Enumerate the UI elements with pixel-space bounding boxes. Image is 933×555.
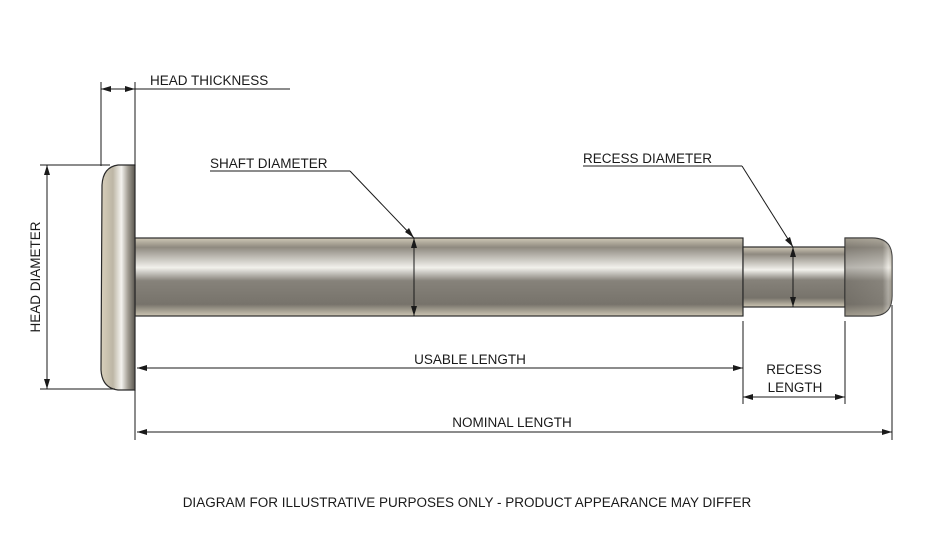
shaft-diameter-label: SHAFT DIAMETER [210, 156, 328, 171]
usable-length-dimension: USABLE LENGTH [137, 352, 743, 371]
recess-length-label-line2: LENGTH [768, 380, 823, 395]
pin-body [100, 164, 893, 391]
nominal-length-dimension: NOMINAL LENGTH [134, 305, 893, 440]
head-diameter-dimension: HEAD DIAMETER [28, 164, 115, 390]
end-cap-shade [845, 238, 892, 316]
recess-length-dimension: RECESS LENGTH [742, 321, 846, 404]
recess-length-label-line1: RECESS [766, 362, 822, 377]
nominal-length-label: NOMINAL LENGTH [452, 415, 572, 430]
recess-diameter-label: RECESS DIAMETER [583, 151, 712, 166]
shaft-diameter-dimension: SHAFT DIAMETER [210, 156, 417, 316]
head [100, 164, 136, 391]
head-diameter-label: HEAD DIAMETER [28, 221, 43, 332]
head-thickness-label: HEAD THICKNESS [150, 73, 268, 88]
usable-length-label: USABLE LENGTH [414, 352, 526, 367]
head-thickness-dimension: HEAD THICKNESS [100, 73, 290, 166]
recess-diameter-dimension: RECESS DIAMETER [583, 151, 796, 307]
disclaimer-footer: DIAGRAM FOR ILLUSTRATIVE PURPOSES ONLY -… [183, 495, 752, 510]
shaft [134, 237, 744, 317]
